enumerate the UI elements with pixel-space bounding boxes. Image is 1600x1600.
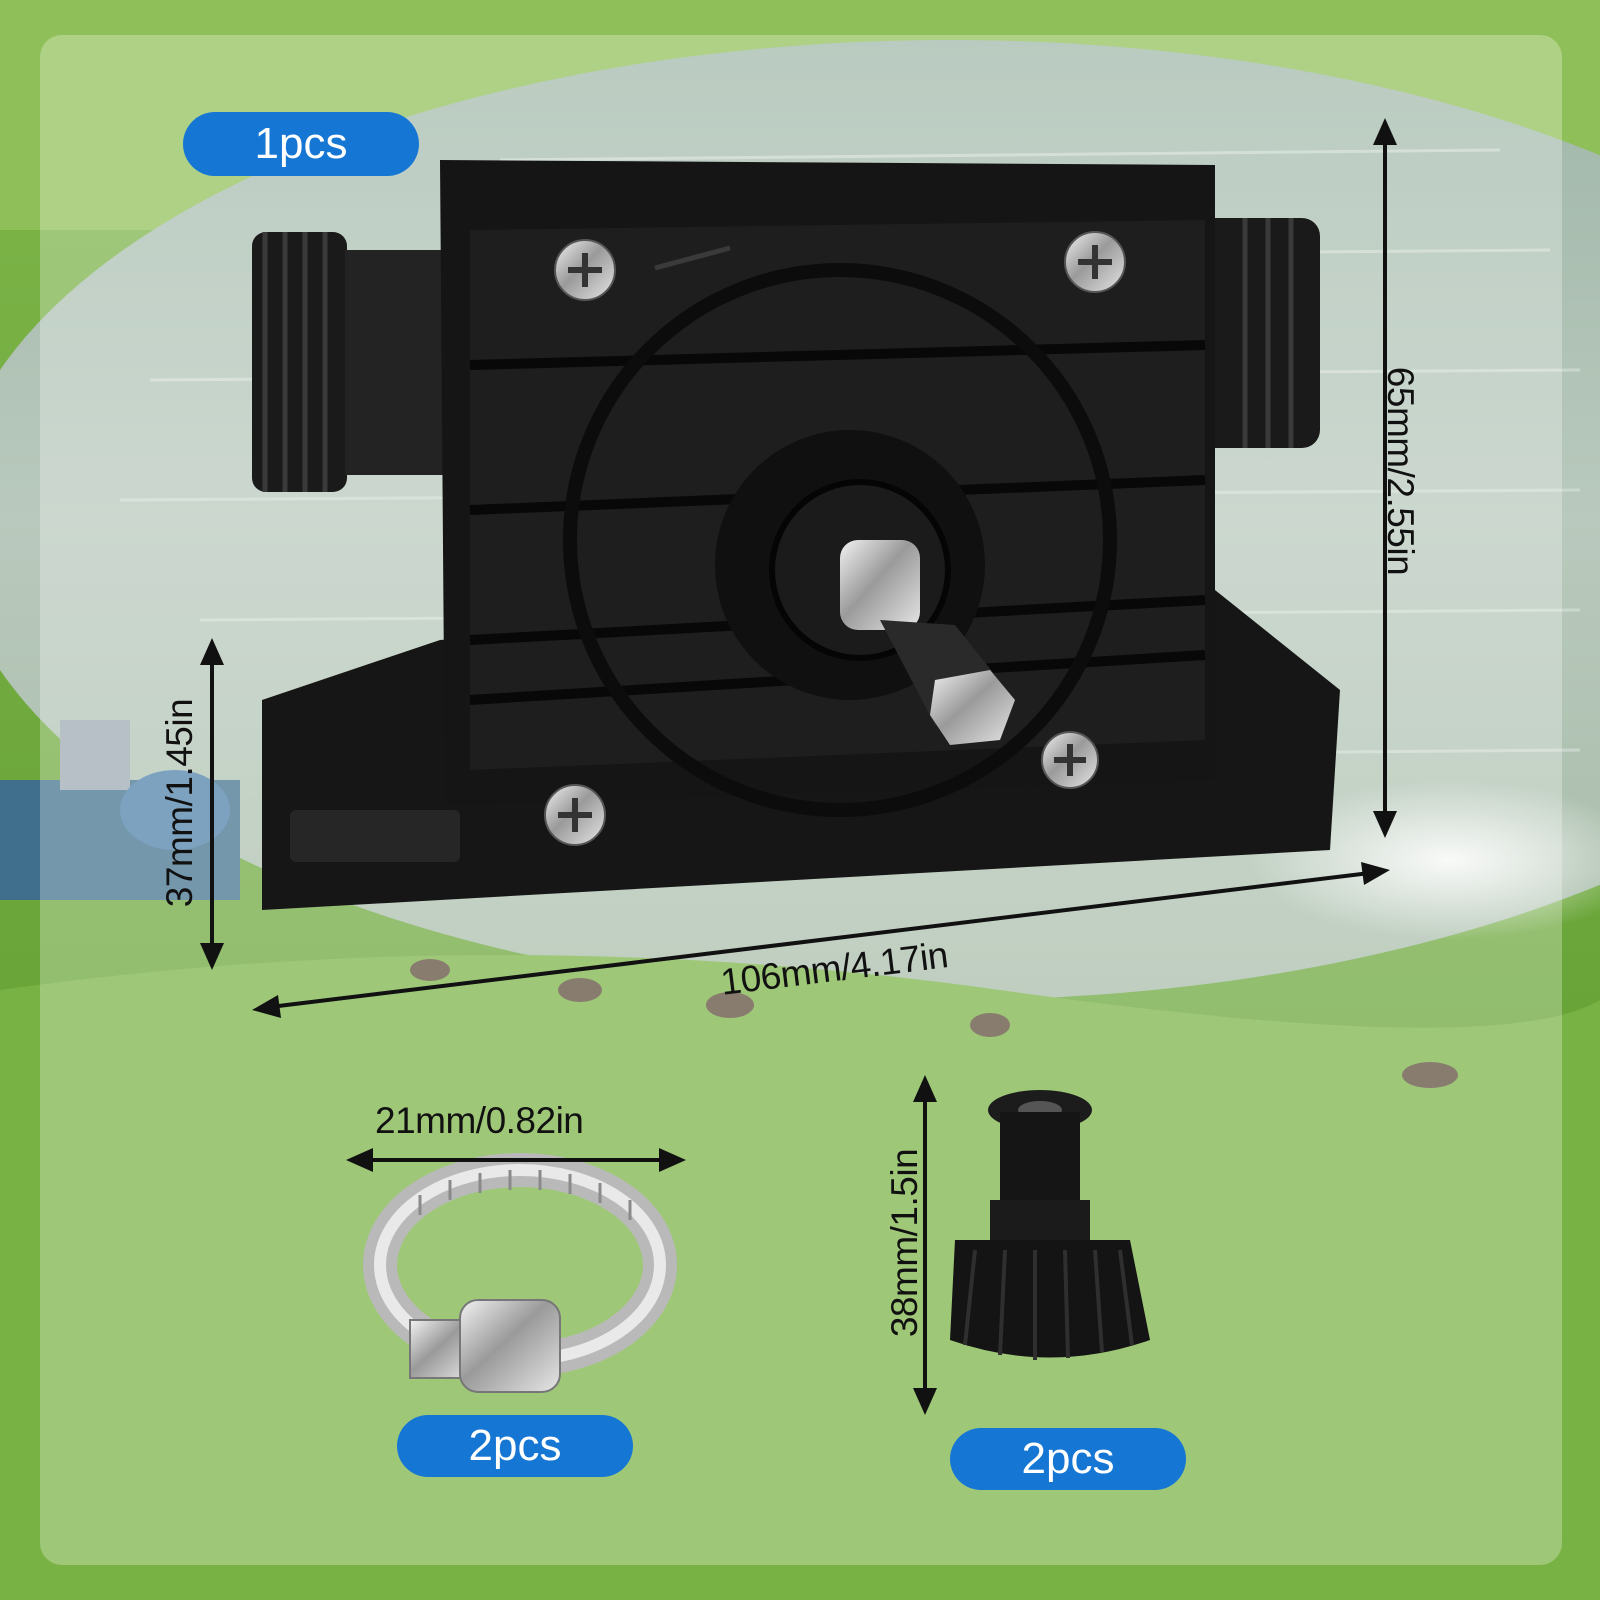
connector-quantity-badge: 2pcs [950, 1428, 1186, 1490]
dimension-arrows [200, 118, 1397, 1415]
pump-quantity-badge: 1pcs [183, 112, 419, 176]
pump-height-label: 65mm/2.55in [1380, 366, 1421, 576]
pump-base-height-label: 37mm/1.45in [159, 698, 200, 908]
clamp-width-label: 21mm/0.82in [375, 1100, 584, 1141]
connector-height-label: 38mm/1.5in [884, 1148, 925, 1338]
hose-connector-image [950, 1090, 1150, 1360]
pump-image [252, 160, 1340, 910]
hose-clamp-image [363, 1153, 677, 1393]
clamp-quantity-badge: 2pcs [397, 1415, 633, 1477]
